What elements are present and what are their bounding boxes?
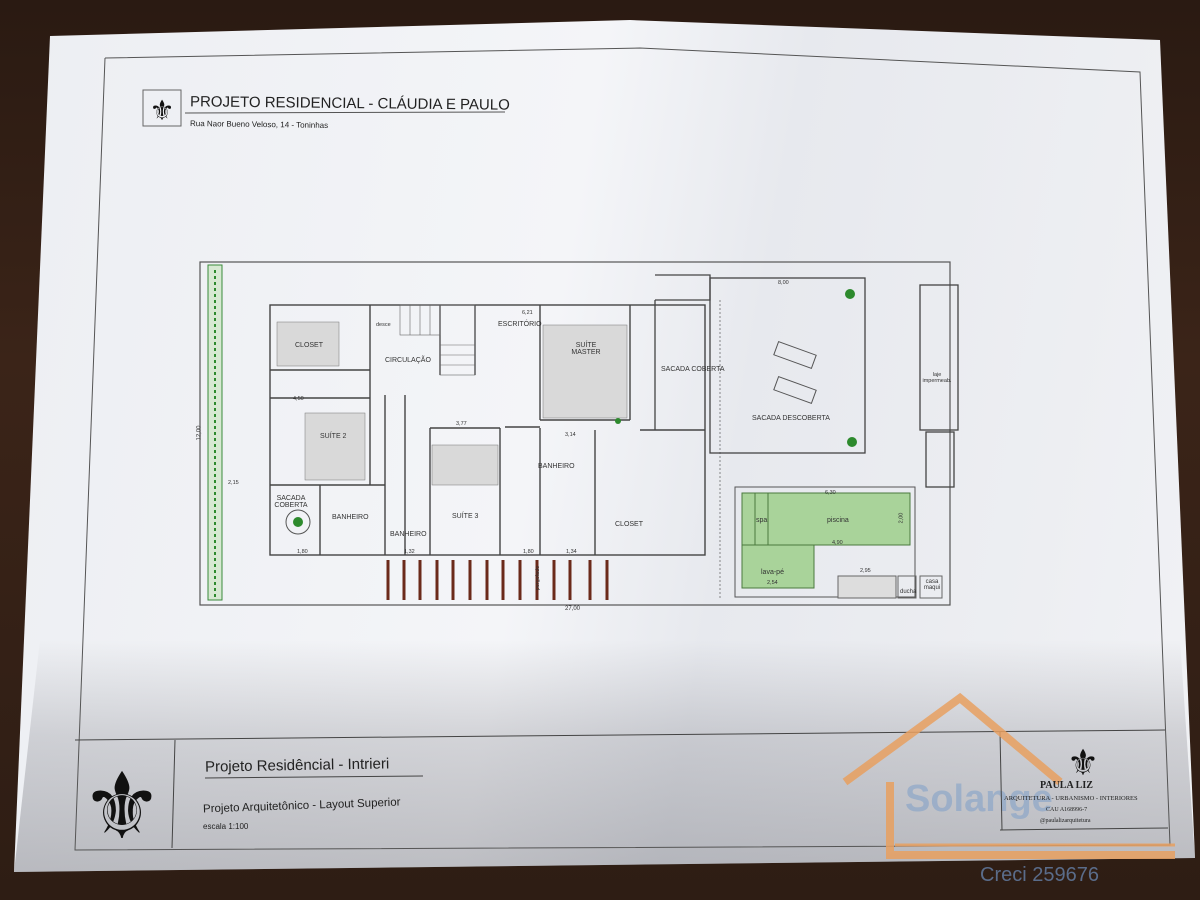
dim-piscina-height: 2,00 [898,512,905,524]
room-sacada-descoberta: SACADA DESCOBERTA [752,415,830,422]
dim-piscina-inner: 4,90 [832,540,843,546]
architect-tagline: ARQUITETURA - URBANISMO - INTERIORES [1004,795,1138,802]
pergolado-label: pergolado [535,565,542,591]
pool-deck [734,486,916,598]
dim-377: 3,77 [456,421,467,427]
dim-sacada-width: 8,00 [778,280,789,286]
pool [741,492,911,546]
title-underline [204,775,424,779]
pergola-beams [386,560,609,600]
room-banheiro-small: BANHEIRO [390,531,427,538]
title-block-divider [171,739,176,849]
room-piscina: piscina [827,517,849,524]
lot-outline [199,261,951,606]
architect-instagram: @paulalizarquitetura [1040,818,1091,824]
dim-total-height: 12,00 [196,425,203,441]
dim-132: 1,32 [404,549,415,555]
ducha-bench [837,575,897,599]
watermark-house-logo [842,692,1175,859]
title-block-line [74,729,1166,741]
room-circulacao: CIRCULAÇÃO [385,357,431,364]
title-block-title: Projeto Residêncial - Intrieri [204,755,390,776]
ducha-box [897,575,917,599]
patio-table [285,509,311,535]
room-closet-left: CLOSET [295,342,324,349]
balcony-walls [654,274,959,600]
project-title: PROJETO RESIDENCIAL - CLÁUDIA E PAULO [189,93,510,114]
header-fleur-de-lis-icon: ⚜ [149,95,174,126]
room-sacada-coberta-left: SACADA COBERTA [274,495,308,509]
dim-piscina-width: 6,30 [825,490,836,496]
floor-textures [276,321,628,486]
architect-name: PAULA LIZ [1040,780,1093,791]
plant-icons [293,289,857,527]
title-block-scale: escala 1:100 [203,822,249,831]
sheet-border [74,47,1171,851]
header-logo-box [142,89,182,127]
dim-134: 1,34 [566,549,577,555]
dim-lava-pe-width: 2,54 [767,580,778,586]
stairs-desce-label: desce [376,322,391,328]
room-suite-3: SUÍTE 3 [452,513,479,520]
dim-215: 2,15 [228,480,239,486]
project-address: Rua Naor Bueno Veloso, 14 - Toninhas [189,119,329,130]
casa-maquinas-box [919,575,943,599]
header-underline [184,111,506,114]
dim-180b: 1,80 [523,549,534,555]
architect-cau: CAU A168996-7 [1046,807,1088,813]
room-banheiro-left: BANHEIRO [332,514,369,521]
dim-180a: 1,80 [297,549,308,555]
photo-shadow [14,640,1195,872]
title-block-fleur-de-lis-icon: ⚜ [81,756,163,858]
room-lava-pe: lava-pé [761,569,784,576]
room-suite-master: SUÍTE MASTER [571,342,601,356]
dim-ducha-width: 2,95 [860,568,871,574]
brand-fleur-de-lis-icon: ⚜ [1067,742,1099,783]
dim-621: 6,21 [522,310,533,316]
dim-450: 4,50 [293,396,304,402]
room-laje: laje impermeab. [922,372,952,384]
sun-loungers [773,340,817,405]
room-escritorio: ESCRITÓRIO [498,321,542,328]
room-closet-right: CLOSET [615,521,644,528]
room-suite-2: SUÍTE 2 [320,433,347,440]
stairs [399,304,476,376]
dim-314: 3,14 [565,432,576,438]
brand-box-left [999,731,1003,831]
room-banheiro-center: BANHEIRO [538,463,575,470]
room-sacada-coberta-right: SACADA COBERTA [661,366,725,373]
dim-total-width: 27,00 [565,606,581,612]
brand-box-bottom [999,827,1169,831]
lava-pe-pool [741,544,815,589]
house-walls [269,304,706,556]
watermark-creci: Creci 259676 [980,864,1099,886]
watermark-text: Solange [905,778,1053,820]
room-casa-maquinas: casa maqui [923,579,941,591]
room-ducha: ducha [900,589,917,595]
room-spa: spa [756,517,768,524]
